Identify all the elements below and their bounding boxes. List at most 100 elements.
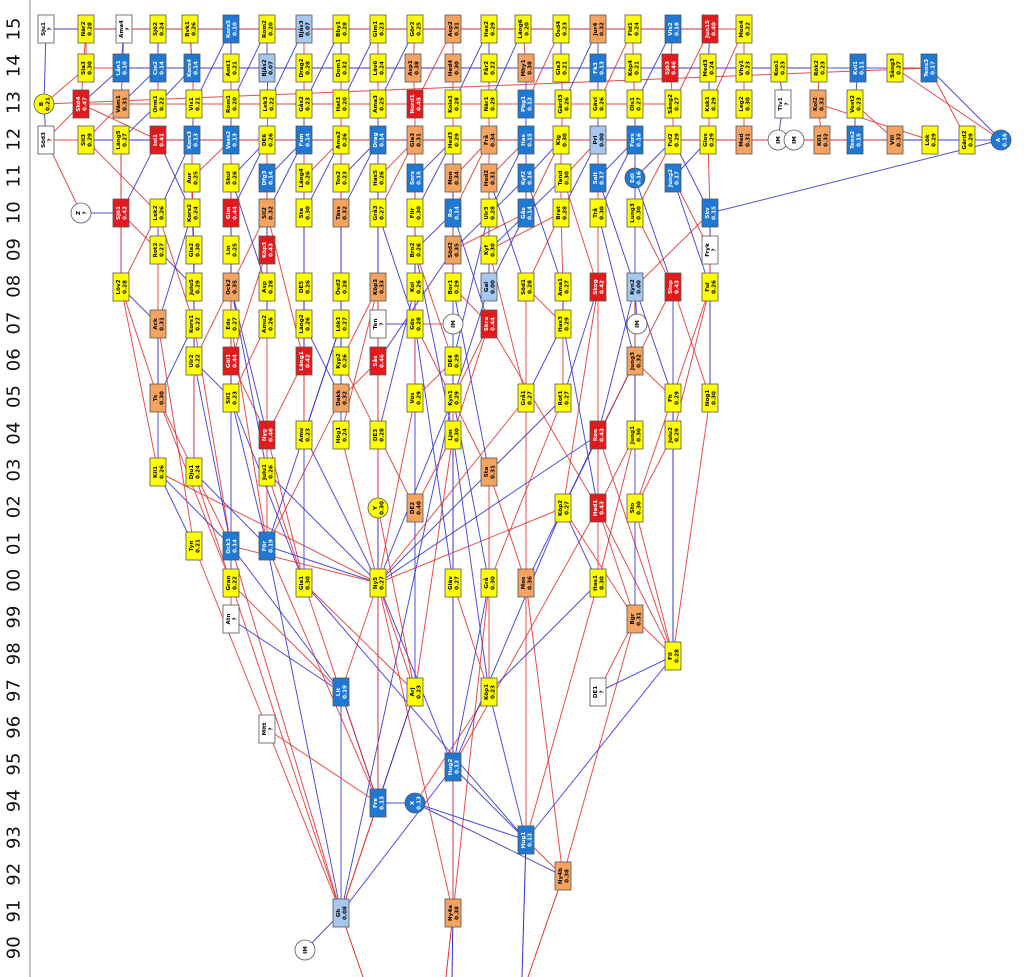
node-shape [626, 313, 648, 335]
node-label: IM [776, 136, 782, 144]
node-name: IM [635, 320, 641, 328]
graph-edge [340, 434, 379, 584]
node-shape [222, 272, 240, 302]
node-value: 0.24 [160, 22, 166, 36]
graph-edge [672, 397, 711, 657]
year-label: 11 [4, 165, 25, 188]
node-shape [185, 457, 203, 487]
node-value: 0.40 [417, 501, 423, 515]
node-value: 0.14 [160, 61, 166, 75]
node-shape [185, 235, 203, 265]
node-shape [149, 457, 167, 487]
node-shape [480, 125, 498, 155]
node-shape [480, 14, 498, 44]
node-shape [589, 89, 607, 119]
node-shape [626, 493, 644, 523]
graph-node-fre: Fre0.13 [369, 788, 387, 818]
node-value: 0.29 [455, 280, 461, 294]
node-name: Ols1 [630, 97, 636, 111]
node-value: 0.30 [380, 501, 386, 515]
node-value: 0.46 [269, 428, 275, 442]
node-label: Aur0.25 [187, 171, 200, 185]
graph-node-has5: Has50.26 [369, 163, 387, 193]
node-name: Dfg3 [262, 170, 268, 185]
node-name: Julu2 [668, 427, 674, 444]
node-name: Trå [592, 208, 599, 218]
graph-node-gla3b: Gla30.31 [406, 125, 424, 155]
node-label: Leg20.30 [739, 96, 752, 111]
node-label: Gla20.30 [189, 243, 202, 257]
node-label: Läng60.20 [518, 19, 531, 38]
node-value: 0.27 [380, 206, 386, 220]
graph-node-gas2: Gås20.23 [295, 89, 313, 119]
node-label: Köp30.33 [373, 279, 386, 295]
node-label: Mitt? [262, 722, 275, 735]
graph-edge [525, 582, 599, 841]
node-shape [589, 677, 607, 707]
graph-edge [266, 471, 305, 584]
node-shape [701, 272, 719, 302]
node-shape [295, 309, 313, 339]
node-label: Drag0.14 [373, 132, 386, 147]
node-label: Täss0.32 [336, 205, 349, 219]
graph-node-hog1: Hög10.24 [332, 420, 350, 450]
node-shape [295, 53, 313, 83]
node-label: Cin20.14 [153, 61, 166, 75]
node-name: Glm1 [373, 21, 379, 37]
graph-node-kyf2: Kyf20.16 [517, 163, 535, 193]
node-shape [444, 14, 462, 44]
node-shape [149, 89, 167, 119]
graph-edge [709, 139, 1002, 214]
node-name: Gärd3 [558, 94, 564, 113]
graph-node-asp1: Asp10.38 [404, 53, 422, 83]
node-value: 0.21 [233, 61, 239, 75]
graph-node-gal: Gal0.00 [480, 272, 498, 302]
node-shape [149, 14, 167, 44]
node-value: 0.17 [675, 171, 681, 185]
node-shape [183, 163, 201, 193]
node-name: Lek2 [153, 205, 159, 220]
node-shape [699, 53, 717, 83]
graph-node-vass2: Vass20.13 [222, 125, 240, 155]
graph-node-kyn1: Kyn10.29 [444, 383, 462, 413]
node-shape [406, 677, 424, 707]
node-shape [589, 420, 607, 450]
node-name: Sjö3 [665, 61, 671, 75]
graph-edge [488, 582, 599, 693]
node-label: Sil20.32 [262, 206, 275, 220]
node-name: Bvk1 [185, 21, 191, 37]
node-label: DE40.29 [448, 354, 461, 368]
node-label: Lån10.10 [115, 60, 129, 75]
node-label: Gh0.08 [336, 906, 349, 920]
node-name: Med3 [703, 59, 709, 76]
node-name: IM [303, 946, 309, 954]
graph-node-brat: Brat0.28 [552, 198, 570, 228]
node-label: Sjö10.42 [116, 206, 129, 220]
node-shape [444, 383, 462, 413]
graph-edge [597, 655, 674, 693]
node-value: 0.22 [270, 97, 276, 111]
node-label: Amu0.23 [299, 428, 312, 442]
node-name: Mos [521, 576, 527, 589]
node-value: 0.07 [306, 22, 312, 36]
graph-edge [562, 177, 599, 288]
node-label: Söd10.28 [521, 279, 534, 295]
graph-node-gra1: Grå10.27 [517, 383, 535, 413]
node-name: Ron [593, 429, 599, 441]
node-value: 0.23 [343, 171, 349, 185]
node-label: Grå0.30 [483, 576, 497, 590]
graph-node-kors4: Kors40.14 [183, 53, 201, 83]
node-name: Bor1 [448, 280, 454, 295]
graph-node-de2: DE20.40 [406, 493, 424, 523]
node-value: ? [269, 727, 275, 730]
node-label: Kol0.26 [410, 280, 423, 294]
graph-edge [562, 618, 636, 877]
graph-edge [414, 434, 454, 693]
graph-node-skra: Skra0.44 [480, 309, 498, 339]
graph-node-kors5: Kors50.10 [222, 14, 240, 44]
node-value: 0.16 [637, 133, 643, 147]
node-value: 0.14 [455, 206, 461, 220]
node-label: Hed10.43 [593, 500, 606, 516]
node-name: Ock2 [226, 279, 232, 295]
node-shape [664, 89, 682, 119]
